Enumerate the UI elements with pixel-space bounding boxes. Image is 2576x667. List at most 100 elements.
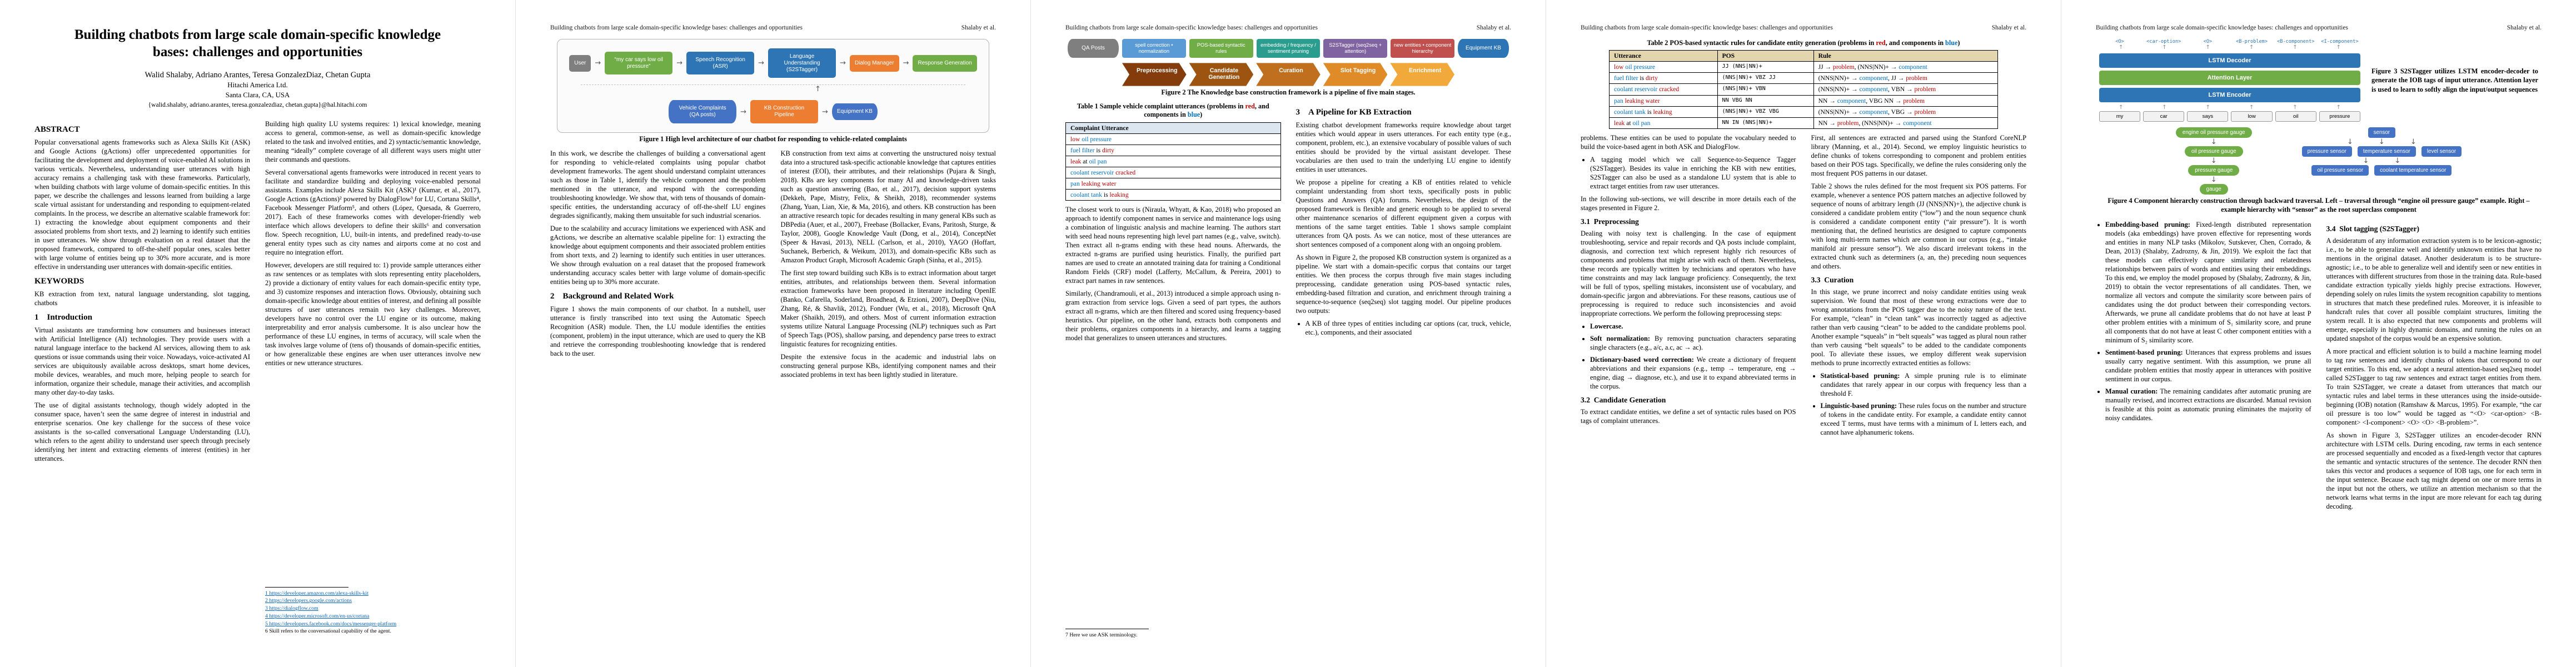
- list-item: Statistical-based pruning: A simple prun…: [1821, 371, 2027, 398]
- paragraph: Similarly, (Chandramouli, et al., 2013) …: [1065, 290, 1281, 342]
- table-row: leak at oil pan NN IN (NNS|NN)+ NN → pro…: [1609, 117, 1999, 129]
- figure-1: User “my car says low oil pressure” Spee…: [550, 39, 996, 143]
- flow-arrow-up-icon: [815, 86, 821, 93]
- running-header: Building chatbots from large scale domai…: [550, 24, 996, 31]
- flow-arrow-down-icon: [2211, 157, 2217, 165]
- flow-arrow-up-icon: [2099, 105, 2142, 111]
- rule-pos: (NNS|NN)+ VBZ JJ: [1717, 72, 1814, 84]
- table-2-block: Table 2 POS-based syntactic rules for ca…: [1581, 39, 2026, 129]
- paragraph: In the following sub-sections, we will d…: [1581, 195, 1796, 212]
- running-header: Building chatbots from large scale domai…: [2096, 24, 2542, 31]
- flow-arrow-up-icon: [2186, 105, 2230, 111]
- footnote-link[interactable]: 1 https://developer.amazon.com/alexa-ski…: [265, 590, 368, 596]
- footnotes-block: 1 https://developer.amazon.com/alexa-ski…: [265, 586, 481, 635]
- flow-arrow-down-icon: [2363, 157, 2369, 165]
- affiliation: Hitachi America Ltd.: [227, 81, 288, 89]
- affiliation-location: Santa Clara, CA, USA: [225, 91, 290, 99]
- fig2-step-candidate-generation: POS-based syntactic rules: [1189, 39, 1253, 58]
- iob-tag: <O>: [2203, 39, 2213, 44]
- footnote-link[interactable]: 5 https://developers.facebook.com/docs/m…: [265, 620, 397, 627]
- page-1: Building chatbots from large scale domai…: [0, 0, 515, 667]
- footnote-note: 7 Here we use ASK terminology.: [1065, 632, 1138, 639]
- paragraph: Existing chatbot development frameworks …: [1296, 121, 1512, 174]
- fig3-arrows: [2099, 45, 2360, 51]
- footnote-divider: [265, 586, 348, 588]
- fig2-stage-slot-tagging: Slot Tagging: [1323, 63, 1388, 86]
- table-1: Complaint Utterance low oil pressure fue…: [1065, 122, 1281, 201]
- paragraph: Table 2 shows the rules defined for the …: [1811, 182, 2027, 270]
- component-phrase: oil pressure gauge: [2184, 146, 2243, 157]
- page4-right-column: First, all sentences are extracted and p…: [1811, 133, 2027, 643]
- flow-arrow-icon: [595, 59, 601, 67]
- page-5: Building chatbots from large scale domai…: [2061, 0, 2576, 667]
- keywords-heading: KEYWORDS: [34, 276, 84, 286]
- iob-tag: <B-component>: [2277, 39, 2315, 44]
- keywords-text: KB extraction from text, natural languag…: [34, 290, 250, 307]
- paragraph: We propose a pipeline for creating a KB …: [1296, 178, 1512, 249]
- complaint-utterance: coolant tank is leaking: [1065, 188, 1281, 201]
- running-author: Shalaby et al.: [2507, 24, 2542, 31]
- table2-header-utterance: Utterance: [1609, 50, 1718, 62]
- page4-left-column: problems. These entities can be used to …: [1581, 133, 1796, 643]
- iob-tag: <B-problem>: [2236, 39, 2268, 44]
- fig2-stage-candidate-generation: Candidate Generation: [1189, 63, 1254, 86]
- outputs-list: A KB of three types of entities includin…: [1306, 319, 1512, 337]
- fig1-node-utterance: “my car says low oil pressure”: [605, 51, 673, 75]
- input-token: pressure: [2319, 111, 2360, 122]
- running-title: Building chatbots from large scale domai…: [1581, 24, 1833, 31]
- running-author: Shalaby et al.: [1476, 24, 1511, 31]
- paragraph: The first step toward building such KBs …: [780, 269, 996, 349]
- running-header: Building chatbots from large scale domai…: [1065, 24, 1511, 31]
- flow-arrow-up-icon: [2317, 45, 2360, 51]
- paragraph: KB construction from text aims at conver…: [780, 150, 996, 265]
- hierarchy-root: sensor: [2368, 127, 2396, 138]
- figure-3-diagram: <O> <car-option> <O> <B-problem> <B-comp…: [2099, 39, 2360, 122]
- iob-tag: <O>: [2115, 39, 2124, 44]
- section-3-1-heading: 3.1 Preprocessing: [1581, 217, 1639, 226]
- rule-mapping: NN → problem, (NNS|NN)+ → component: [1813, 117, 1999, 129]
- fig3-arrows: [2099, 105, 2360, 111]
- complaint-utterance: pan leaking water: [1065, 177, 1281, 190]
- fig3-attention-layer: Attention Layer: [2099, 71, 2360, 85]
- section-3-4-heading: 3.4 Slot tagging (S2STagger): [2326, 225, 2420, 233]
- table-row: coolant tank is leaking (NNS|NN)+ VBZ VB…: [1609, 106, 1999, 118]
- paragraph: Virtual assistants are transforming how …: [34, 326, 250, 396]
- footnote-link[interactable]: 3 https://dialogflow.com: [265, 605, 318, 612]
- page3-left-column: Table 1 Sample vehicle complaint utteran…: [1065, 102, 1281, 640]
- component-phrase: pressure gauge: [2188, 165, 2240, 176]
- hierarchy-node: level sensor: [2421, 146, 2462, 157]
- fig3-lstm-decoder: LSTM Decoder: [2099, 53, 2360, 68]
- authors: Walid Shalaby, Adriano Arantes, Teresa G…: [145, 71, 371, 79]
- fig1-node-kb-pipeline: KB Construction Pipeline: [750, 100, 819, 123]
- iob-tag: <I-component>: [2321, 39, 2359, 44]
- paragraph: As shown in Figure 3, S2STagger utilizes…: [2326, 431, 2542, 510]
- paragraph: Building high quality LU systems require…: [265, 120, 481, 163]
- hierarchy-level-3: oil pressure sensor coolant temperature …: [2311, 165, 2452, 176]
- rule-utterance: low oil pressure: [1609, 61, 1718, 73]
- flow-arrow-down-icon: [2410, 138, 2416, 146]
- rule-utterance: leak at oil pan: [1609, 117, 1718, 129]
- page2-right-column: KB construction from text aims at conver…: [781, 149, 996, 625]
- page-2: Building chatbots from large scale domai…: [515, 0, 1030, 667]
- author-emails: {walid.shalaby, adriano.arantes, teresa.…: [148, 101, 367, 108]
- fig1-node-user: User: [569, 54, 591, 72]
- paragraph: In this work, we describe the challenges…: [550, 150, 766, 220]
- footnote-link[interactable]: 4 https://developer.microsoft.com/en-us/…: [265, 613, 370, 619]
- flow-arrow-up-icon: [2230, 45, 2273, 51]
- table-row: coolant reservoir cracked (NNS|NN)+ VBN …: [1609, 83, 1999, 96]
- table-row: coolant reservoir cracked: [1065, 166, 1281, 178]
- footnote-link[interactable]: 2 https://developers.google.com/actions: [265, 598, 352, 604]
- figure-4-caption: Figure 4 Component hierarchy constructio…: [2107, 197, 2530, 213]
- flow-arrow-down-icon: [2211, 138, 2217, 146]
- table2-header-pos: POS: [1717, 50, 1814, 62]
- rule-mapping: (NNS|NN)+ → component, VBG → problem: [1813, 106, 1999, 118]
- fig1-node-asr: Speech Recognition (ASR): [686, 51, 755, 75]
- table-2-caption: Table 2 POS-based syntactic rules for ca…: [1647, 39, 1960, 47]
- footnotes-block: 7 Here we use ASK terminology.: [1065, 629, 1281, 639]
- rule-utterance: pan leaking water: [1609, 94, 1718, 107]
- table-2: Utterance POS Rule low oil pressure JJ (…: [1609, 50, 1999, 129]
- rule-pos: (NNS|NN)+ VBN: [1717, 83, 1814, 96]
- table-row: fuel filter is dirty (NNS|NN)+ VBZ JJ (N…: [1609, 72, 1999, 84]
- flow-arrow-up-icon: [2273, 105, 2316, 111]
